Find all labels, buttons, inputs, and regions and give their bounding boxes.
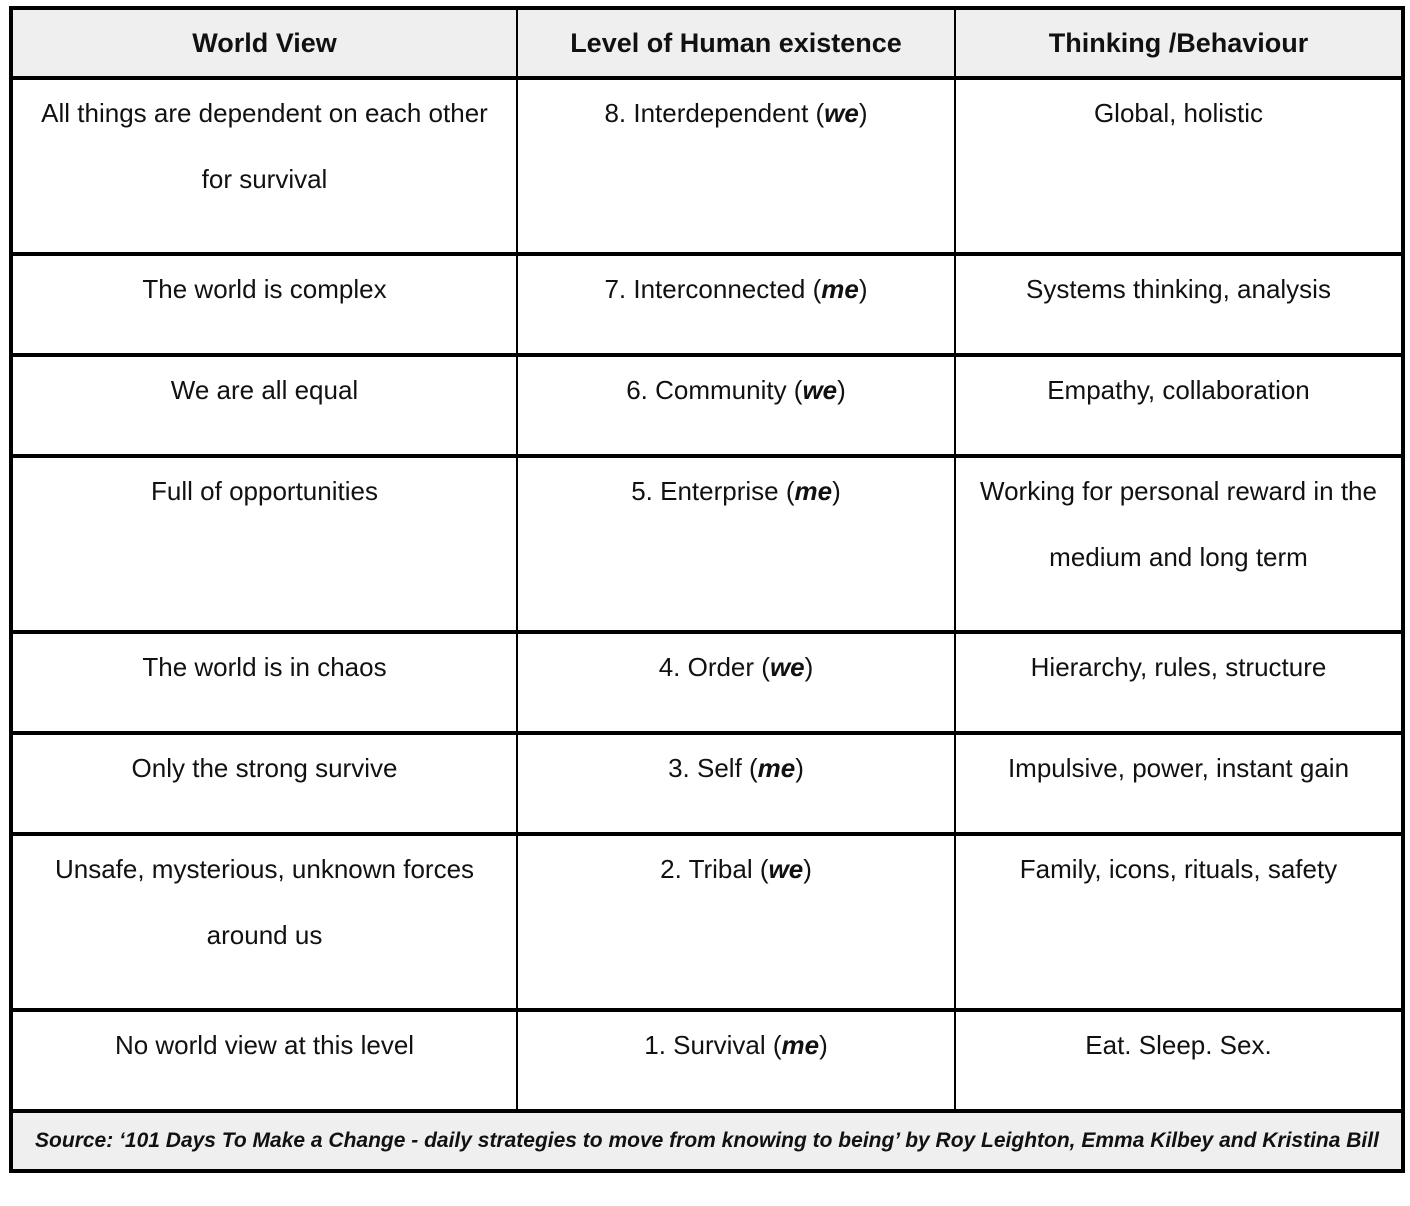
world-view-cell: No world view at this level <box>10 1008 518 1113</box>
world-view-cell: All things are dependent on each other f… <box>10 76 518 256</box>
level-text: 8. Interdependent ( <box>604 98 825 128</box>
level-pronoun: me <box>757 753 796 783</box>
level-cell: 4. Order (we) <box>516 630 956 735</box>
level-text: ) <box>819 1030 828 1060</box>
level-pronoun: we <box>769 652 805 682</box>
level-cell: 7. Interconnected (me) <box>516 252 956 357</box>
world-view-cell: Unsafe, mysterious, unknown forces aroun… <box>10 832 518 1012</box>
level-text: ) <box>795 753 804 783</box>
level-text: 7. Interconnected ( <box>604 274 822 304</box>
world-view-cell: Only the strong survive <box>10 731 518 836</box>
level-pronoun: me <box>781 1030 820 1060</box>
level-cell: 1. Survival (me) <box>516 1008 956 1113</box>
level-pronoun: we <box>824 98 859 128</box>
level-text: 4. Order ( <box>658 652 770 682</box>
level-cell: 6. Community (we) <box>516 353 956 458</box>
table-row: No world view at this level 1. Survival … <box>10 1008 1404 1113</box>
world-view-cell: The world is in chaos <box>10 630 518 735</box>
thinking-cell: Hierarchy, rules, structure <box>954 630 1404 735</box>
thinking-cell: Family, icons, rituals, safety <box>954 832 1404 1012</box>
level-text: 5. Enterprise ( <box>631 476 795 506</box>
level-cell: 8. Interdependent (we) <box>516 76 956 256</box>
level-pronoun: me <box>821 274 859 304</box>
table-row: Unsafe, mysterious, unknown forces aroun… <box>10 832 1404 1012</box>
level-text: ) <box>858 98 868 128</box>
table-row: All things are dependent on each other f… <box>10 76 1404 256</box>
table-row: Full of opportunities 5. Enterprise (me)… <box>10 454 1404 634</box>
level-text: ) <box>803 854 812 884</box>
level-text: 6. Community ( <box>626 375 803 405</box>
thinking-cell: Global, holistic <box>954 76 1404 256</box>
levels-of-existence-table: World View Level of Human existence Thin… <box>9 6 1405 1173</box>
table-row: We are all equal 6. Community (we) Empat… <box>10 353 1404 458</box>
level-text: 3. Self ( <box>668 753 758 783</box>
header-row: World View Level of Human existence Thin… <box>10 6 1404 80</box>
level-text: 2. Tribal ( <box>660 854 769 884</box>
level-cell: 5. Enterprise (me) <box>516 454 956 634</box>
level-text: ) <box>804 652 814 682</box>
thinking-cell: Empathy, collaboration <box>954 353 1404 458</box>
table-row: The world is complex 7. Interconnected (… <box>10 252 1404 357</box>
table-row: Only the strong survive 3. Self (me) Imp… <box>10 731 1404 836</box>
level-cell: 3. Self (me) <box>516 731 956 836</box>
column-header-level: Level of Human existence <box>516 6 956 80</box>
level-text: 1. Survival ( <box>644 1030 782 1060</box>
column-header-thinking: Thinking /Behaviour <box>954 6 1404 80</box>
level-text: ) <box>837 375 846 405</box>
thinking-cell: Impulsive, power, instant gain <box>954 731 1404 836</box>
world-view-cell: The world is complex <box>10 252 518 357</box>
level-pronoun: me <box>794 476 833 506</box>
level-text: ) <box>858 274 868 304</box>
column-header-world-view: World View <box>10 6 518 80</box>
world-view-cell: We are all equal <box>10 353 518 458</box>
level-text: ) <box>832 476 841 506</box>
world-view-cell: Full of opportunities <box>10 454 518 634</box>
table-row: The world is in chaos 4. Order (we) Hier… <box>10 630 1404 735</box>
source-row: Source: ‘101 Days To Make a Change - dai… <box>10 1109 1404 1173</box>
level-pronoun: we <box>768 854 804 884</box>
source-note: Source: ‘101 Days To Make a Change - dai… <box>10 1109 1404 1173</box>
thinking-cell: Systems thinking, analysis <box>954 252 1404 357</box>
thinking-cell: Eat. Sleep. Sex. <box>954 1008 1404 1113</box>
thinking-cell: Working for personal reward in the mediu… <box>954 454 1404 634</box>
level-pronoun: we <box>802 375 838 405</box>
level-cell: 2. Tribal (we) <box>516 832 956 1012</box>
